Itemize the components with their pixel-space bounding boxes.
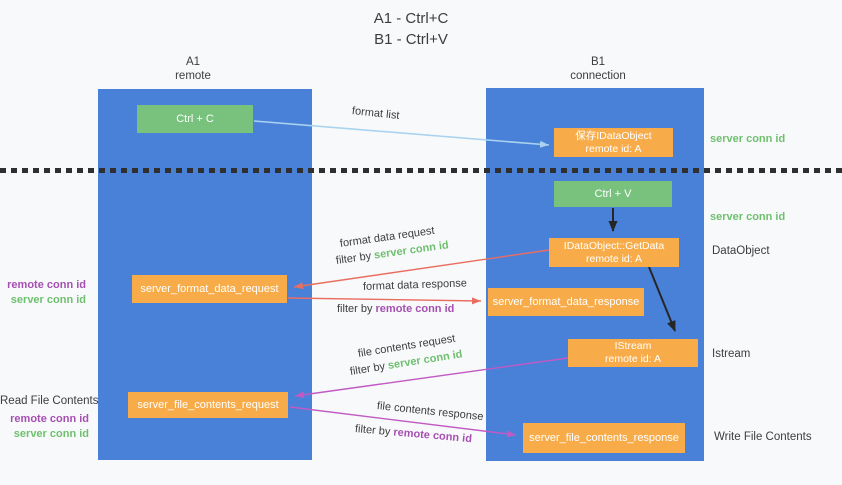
left-conn-ids-file: remote conn id server conn id — [0, 412, 89, 442]
server-format-data-response-label: server_format_data_response — [492, 295, 640, 308]
ctrl-c-label: Ctrl + C — [176, 112, 214, 125]
left-remote-conn-id-2: remote conn id — [10, 413, 89, 425]
right-label-server-conn-id-1: server conn id — [710, 133, 786, 145]
istream-line1: IStream — [614, 340, 652, 352]
left-remote-conn-id-1: remote conn id — [7, 279, 86, 291]
filter-by-text: filter by — [335, 249, 375, 267]
right-label-server-conn-id-2: server conn id — [710, 211, 786, 223]
diagram-title: A1 - Ctrl+C B1 - Ctrl+V — [321, 8, 501, 50]
node-server-format-data-request: server_format_data_request — [132, 275, 287, 303]
arrow-format-data-response — [287, 297, 482, 305]
label-filter-by-remote-conn-id-1: filter by remote conn id — [337, 303, 454, 315]
save-idataobject-line1: 保存IDataObject — [575, 129, 652, 142]
filter-by-text: filter by — [337, 303, 376, 315]
node-server-file-contents-response: server_file_contents_response — [523, 423, 685, 453]
istream-line2: remote id: A — [604, 353, 662, 365]
right-label-dataobject: DataObject — [712, 245, 770, 257]
node-server-file-contents-request: server_file_contents_request — [128, 392, 288, 418]
save-idataobject-line2: remote id: A — [585, 142, 642, 155]
lane-b1-role: connection — [570, 70, 626, 82]
server-file-contents-response-label: server_file_contents_response — [529, 431, 679, 444]
remote-conn-id-text: remote conn id — [375, 303, 455, 315]
getdata-line2: remote id: A — [585, 252, 643, 265]
lane-header-a1: A1 remote — [118, 55, 268, 83]
getdata-line1: IDataObject::GetData — [563, 239, 665, 252]
left-conn-ids-format: remote conn id server conn id — [0, 278, 86, 308]
filter-by-text: filter by — [354, 423, 394, 439]
label-format-data-response: format data response — [362, 277, 468, 293]
lane-b1-name: B1 — [590, 56, 606, 68]
ctrl-v-label: Ctrl + V — [594, 187, 632, 200]
label-filter-by-remote-conn-id-2: filter by remote conn id — [354, 423, 472, 445]
node-idataobject-getdata: IDataObject::GetData remote id: A — [549, 238, 679, 267]
remote-conn-id-text: remote conn id — [392, 426, 473, 446]
node-ctrl-c: Ctrl + C — [137, 105, 253, 133]
node-server-format-data-response: server_format_data_response — [488, 288, 644, 316]
machine-boundary-dotted-line — [0, 168, 842, 173]
title-line-1: A1 - Ctrl+C — [373, 10, 449, 27]
right-label-write-file-contents: Write File Contents — [714, 431, 812, 443]
left-label-read-file-contents: Read File Contents — [0, 395, 99, 407]
lane-a1-name: A1 — [185, 56, 201, 68]
lane-a1-role: remote — [175, 70, 211, 82]
label-file-contents-response: file contents response — [376, 400, 485, 424]
server-file-contents-request-label: server_file_contents_request — [137, 398, 279, 411]
title-line-2: B1 - Ctrl+V — [374, 31, 448, 48]
node-istream: IStream remote id: A — [568, 339, 698, 367]
server-format-data-request-label: server_format_data_request — [140, 282, 279, 295]
filter-by-text: filter by — [349, 360, 389, 378]
left-server-conn-id-2: server conn id — [13, 428, 89, 440]
right-label-istream: Istream — [712, 348, 751, 360]
node-save-idataobject: 保存IDataObject remote id: A — [554, 128, 673, 157]
left-server-conn-id-1: server conn id — [10, 294, 86, 306]
node-ctrl-v: Ctrl + V — [554, 181, 672, 207]
lane-header-b1: B1 connection — [523, 55, 673, 83]
label-format-list: format list — [351, 105, 401, 122]
